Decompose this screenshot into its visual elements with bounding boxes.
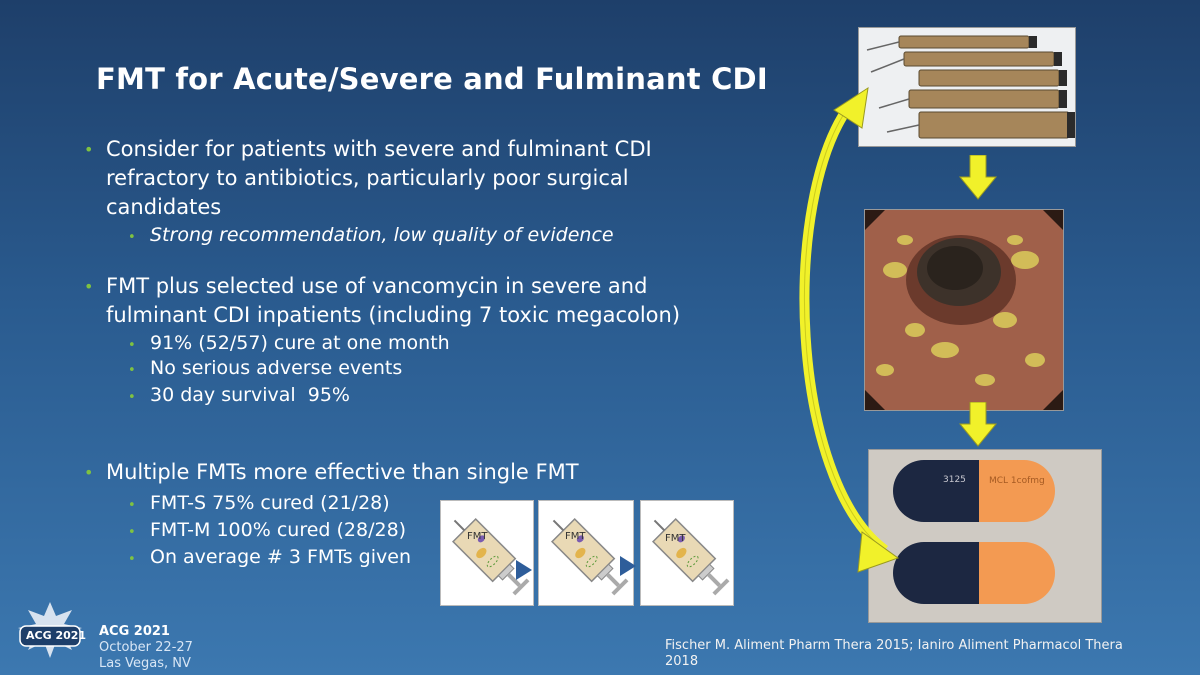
bullet-2-text: FMT plus selected use of vancomycin in s… [106,272,744,330]
fmt-syringe-card-1: FMT [440,500,534,606]
bullet-2-sub-1-text: 91% (52/57) cure at one month [150,332,450,354]
bullet-3-text: Multiple FMTs more effective than single… [106,460,579,484]
bullet-2-sub-3: • 30 day survival 95% [128,383,350,408]
conference-name: ACG 2021 [99,624,170,639]
right-arrow-icon [620,556,636,576]
bullet-3-sub-3-text: On average # 3 FMTs given [150,546,411,568]
fmt-label: FMT [565,531,586,542]
capsule-imprint-dose: MCL 1cofmg [989,476,1045,486]
sub-bullet-dot: • [128,498,136,513]
fmt-label: FMT [467,531,488,542]
syringe-icon [451,517,530,596]
bullet-dot: • [84,140,94,159]
bullet-1-line-2: refractory to antibiotics, particularly … [106,166,629,190]
fmt-syringe-card-3: FMT [640,500,734,606]
bullet-1-line-1: Consider for patients with severe and fu… [106,137,652,161]
syringe-icon [651,517,730,596]
bullet-2-sub-2-text: No serious adverse events [150,357,403,379]
endoscopy-photo [864,209,1064,411]
acg-logo-text: ACG 2021 [26,629,87,642]
bullet-2: • FMT plus selected use of vancomycin in… [84,272,744,330]
bullet-2-line-1: FMT plus selected use of vancomycin in s… [106,274,648,298]
bullet-2-sub-3-text: 30 day survival 95% [150,384,350,406]
fmt-label: FMT [665,533,686,544]
citation-line-1: Fischer M. Aliment Pharm Thera 2015; Ian… [665,638,1123,653]
bullet-2-sub-2: • No serious adverse events [128,356,402,381]
bullet-1: • Consider for patients with severe and … [84,135,734,222]
syringe-icon [550,517,629,596]
slide-title: FMT for Acute/Severe and Fulminant CDI [96,62,768,96]
sub-bullet-dot: • [128,525,136,540]
colon-image [865,210,1063,410]
sub-bullet-dot: • [128,552,136,567]
fmt-syringe-card-2: FMT [538,500,634,606]
acg-logo: ACG 2021 [10,600,90,668]
conference-info: ACG 2021 October 22-27 Las Vegas, NV [99,624,193,672]
bullet-1-sub-1-text: Strong recommendation, low quality of ev… [150,224,614,246]
syringes-photo [858,27,1076,147]
bullet-dot: • [84,277,94,296]
capsule-imprint-number: 3125 [943,475,966,485]
bullet-3-sub-1-text: FMT-S 75% cured (21/28) [150,492,390,514]
down-arrow-icon [958,402,998,447]
bullet-1-text: Consider for patients with severe and fu… [106,135,734,222]
bullet-2-sub-1: • 91% (52/57) cure at one month [128,331,450,356]
syringes-image [859,28,1075,146]
citation: Fischer M. Aliment Pharm Thera 2015; Ian… [665,638,1165,670]
capsules-photo: 3125 MCL 1cofmg [868,449,1102,623]
bullet-1-sub-1: • Strong recommendation, low quality of … [128,223,614,248]
bullet-3-sub-2-text: FMT-M 100% cured (28/28) [150,519,407,541]
sub-bullet-dot: • [128,230,136,245]
right-arrow-icon [516,560,532,580]
bullet-2-line-2: fulminant CDI inpatients (including 7 to… [106,303,681,327]
sub-bullet-dot: • [128,363,136,378]
sub-bullet-dot: • [128,338,136,353]
bullet-3-sub-2: • FMT-M 100% cured (28/28) [128,518,406,543]
conference-location: Las Vegas, NV [99,656,191,671]
sub-bullet-dot: • [128,390,136,405]
acg-logo-image [18,602,82,658]
conference-dates: October 22-27 [99,640,193,655]
bullet-1-line-3: candidates [106,195,222,219]
citation-line-2: 2018 [665,654,699,669]
bullet-3: • Multiple FMTs more effective than sing… [84,458,704,487]
bullet-3-sub-3: • On average # 3 FMTs given [128,545,411,570]
bullet-dot: • [84,463,94,482]
down-arrow-icon [958,155,998,200]
curved-arrow-icon [799,86,900,573]
capsules-image [869,450,1101,622]
bullet-3-sub-1: • FMT-S 75% cured (21/28) [128,491,390,516]
